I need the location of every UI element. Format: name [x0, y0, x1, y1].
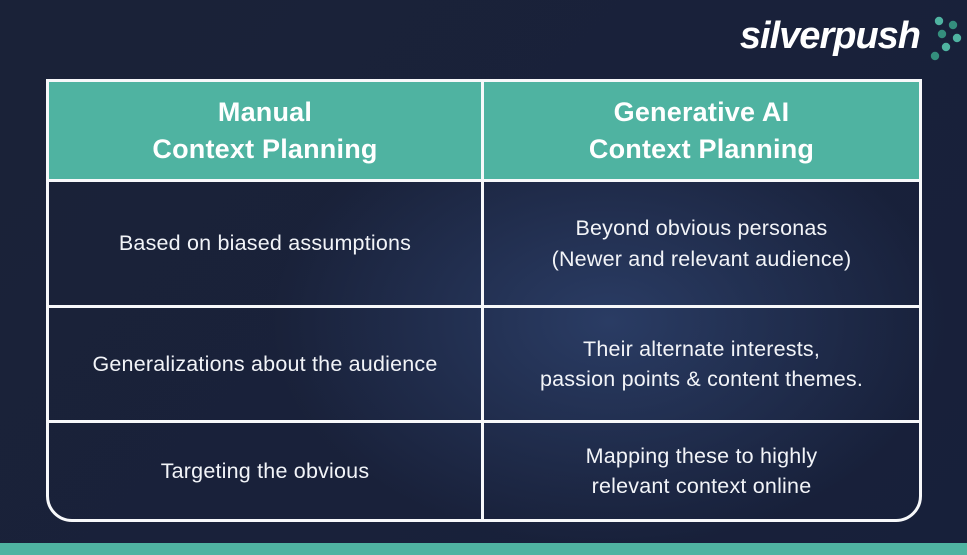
- cell-manual-row3: Targeting the obvious: [49, 423, 484, 519]
- cell-manual-row1: Based on biased assumptions: [49, 182, 484, 308]
- cell-manual-row2: Generalizations about the audience: [49, 308, 484, 423]
- dot-arrow-icon: [930, 16, 962, 61]
- footer-accent-bar: [0, 543, 967, 555]
- cell-genai-row1: Beyond obvious personas (Newer and relev…: [484, 182, 919, 308]
- header-manual-context-planning: Manual Context Planning: [49, 82, 484, 182]
- cell-genai-row3: Mapping these to highly relevant context…: [585, 443, 818, 498]
- silverpush-logo: silverpush: [740, 12, 965, 66]
- cell-genai-row2: Their alternate interests, passion point…: [484, 308, 919, 423]
- header-generative-ai-context-planning: Generative AI Context Planning: [484, 82, 919, 182]
- comparison-table: Manual Context Planning Generative AI Co…: [46, 79, 922, 522]
- logo-text: silverpush: [739, 15, 921, 57]
